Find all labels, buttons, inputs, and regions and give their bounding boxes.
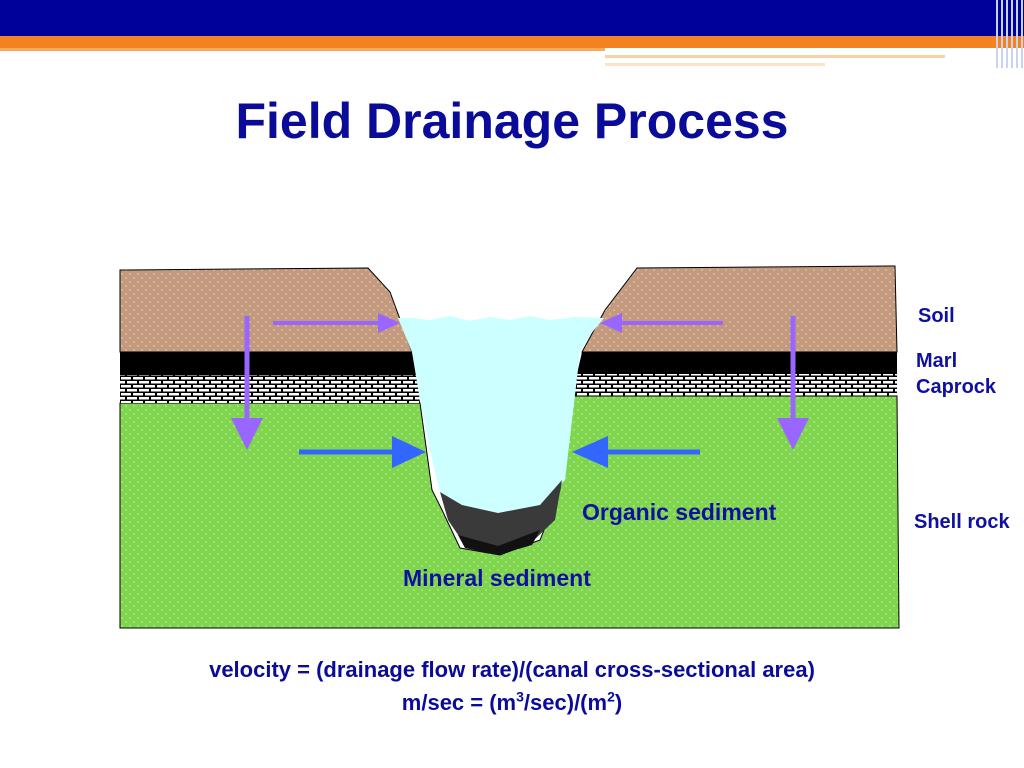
seepage-arrow-right [572, 436, 700, 468]
infiltration-arrow-left [231, 316, 263, 450]
header-accent-bar [0, 36, 1024, 48]
units-formula: m/sec = (m3/sec)/(m2) [0, 690, 1024, 716]
header-accent-tail [605, 51, 1024, 69]
header-bar [0, 0, 1024, 36]
soil-layer-left [119, 267, 413, 353]
seepage-arrow-left [299, 436, 426, 468]
units-suffix: ) [614, 690, 623, 715]
units-prefix: m/sec = (m [401, 690, 517, 715]
soil-label: Soil [918, 305, 955, 327]
marl-layer-right [577, 352, 897, 374]
velocity-formula: velocity = (drainage flow rate)/(canal c… [209, 657, 815, 682]
caprock-label: Caprock [916, 376, 997, 398]
header-accent-line [0, 48, 605, 51]
header-stripes [994, 0, 1024, 68]
slide-title: Field Drainage Process [235, 93, 789, 149]
units-mid: /sec)/(m [523, 690, 608, 715]
mineral-sediment-base [458, 530, 540, 555]
marl-layer-left [120, 352, 417, 375]
caprock-layer-left [120, 375, 420, 403]
caprock-layer-right [572, 374, 897, 396]
units-sup-3: 3 [516, 688, 524, 705]
mineral-sediment-label: Mineral sediment [403, 565, 591, 591]
soil-flow-arrow-left [273, 313, 400, 333]
soil-flow-arrow-right [600, 313, 723, 333]
units-sup-2: 2 [607, 688, 615, 705]
soil-layer-right [581, 265, 898, 353]
marl-label: Marl [916, 350, 958, 372]
shell-rock-label: Shell rock [914, 511, 1010, 533]
canal-water [398, 316, 604, 513]
organic-sediment-label: Organic sediment [582, 499, 777, 525]
infiltration-arrow-right [777, 316, 809, 450]
